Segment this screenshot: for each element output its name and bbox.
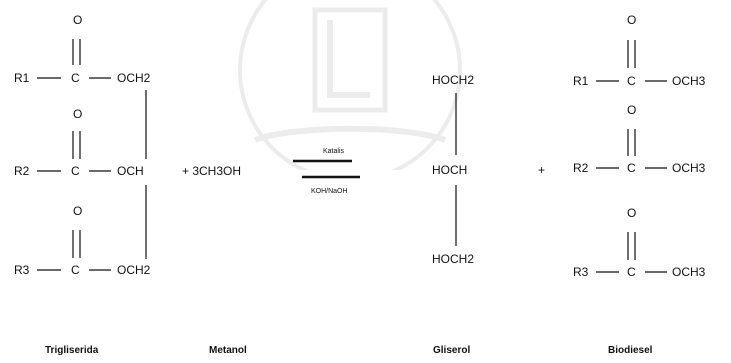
glycerol-hoch2-top: HOCH2 <box>432 73 475 87</box>
bd-och3-1: OCH3 <box>672 74 706 88</box>
bd-carbonyl-oxygen-3: O <box>627 206 637 220</box>
bd-och3-2: OCH3 <box>672 161 706 175</box>
tg-carbonyl-oxygen-2: O <box>73 107 83 121</box>
glycerol-hoch2-bottom: HOCH2 <box>432 252 475 266</box>
tg-carbonyl-oxygen-3: O <box>73 204 83 218</box>
plus-sign: + <box>538 163 546 177</box>
bd-r2: R2 <box>573 161 589 175</box>
bd-carbon-2: C <box>627 161 636 175</box>
tg-r3: R3 <box>14 263 30 277</box>
bd-carbon-1: C <box>627 74 636 88</box>
university-watermark <box>238 0 462 170</box>
tg-carbon-3: C <box>71 263 80 277</box>
tg-och-mid: OCH <box>117 164 144 178</box>
label-biodiesel: Biodiesel <box>608 345 653 356</box>
bd-carbon-3: C <box>627 265 636 279</box>
bd-och3-3: OCH3 <box>672 265 706 279</box>
tg-carbon-2: C <box>71 164 80 178</box>
bd-r1: R1 <box>573 74 589 88</box>
tg-carbon-1: C <box>71 71 80 85</box>
catalyst-label: Katalis <box>323 148 345 155</box>
label-gliserol: Gliserol <box>433 345 471 356</box>
tg-r2: R2 <box>14 164 30 178</box>
tg-och2-top: OCH2 <box>117 71 151 85</box>
bd-r3: R3 <box>573 265 589 279</box>
label-trigliserida: Trigliserida <box>45 345 99 356</box>
bd-carbonyl-oxygen-1: O <box>627 13 637 27</box>
tg-och2-bottom: OCH2 <box>117 263 151 277</box>
tg-r1: R1 <box>14 71 30 85</box>
catalyst-bases: KOH/NaOH <box>311 188 348 195</box>
tg-carbonyl-oxygen-1: O <box>73 13 83 27</box>
methanol-formula: + 3CH3OH <box>182 164 242 178</box>
label-metanol: Metanol <box>209 345 247 356</box>
bd-carbonyl-oxygen-2: O <box>627 103 637 117</box>
glycerol-hoch-mid: HOCH <box>432 163 468 177</box>
